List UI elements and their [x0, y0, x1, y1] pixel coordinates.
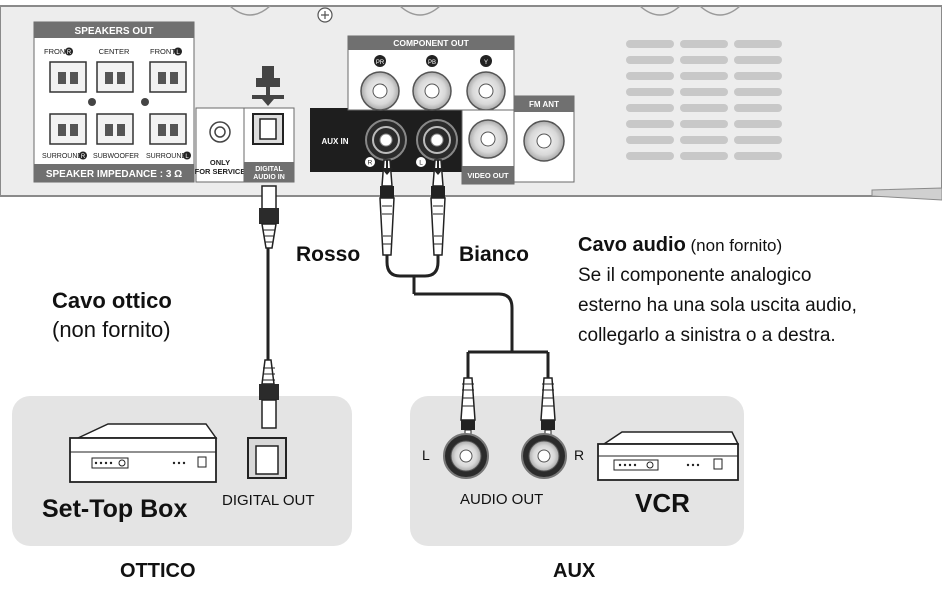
- bianco-label: Bianco: [459, 243, 530, 266]
- fm-ant-block: FM ANT: [513, 95, 575, 183]
- svg-text:R: R: [81, 154, 86, 160]
- audio-out-label: AUDIO OUT: [460, 491, 544, 508]
- svg-text:PR: PR: [376, 60, 385, 66]
- svg-text:R: R: [67, 50, 72, 56]
- audio-desc-line-2: esterno ha una sola uscita audio,: [578, 295, 857, 316]
- optical-cable-note: (non fornito): [52, 317, 171, 342]
- aux-l-label: L: [422, 447, 430, 463]
- rca-plugs-top: [379, 159, 446, 256]
- audio-cable-note: (non fornito): [685, 236, 783, 255]
- svg-text:DIGITAL: DIGITAL: [255, 166, 283, 173]
- svg-text:ONLY: ONLY: [210, 158, 230, 167]
- svg-text:R: R: [368, 160, 373, 167]
- aux-in-label: AUX IN: [321, 137, 348, 146]
- optical-cable-caption: Cavo ottico (non fornito): [52, 287, 172, 345]
- audio-cable-title: Cavo audio: [578, 234, 686, 256]
- speakers-out-title: SPEAKERS OUT: [75, 26, 154, 37]
- component-jacks: [360, 71, 506, 111]
- video-out-label: VIDEO OUT: [467, 171, 509, 180]
- digital-out-label: DIGITAL OUT: [222, 492, 315, 509]
- svg-text:L: L: [176, 50, 180, 56]
- fm-ant-label: FM ANT: [529, 100, 559, 109]
- svg-text:CENTER: CENTER: [99, 47, 130, 56]
- audio-cable-caption: Cavo audio (non fornito) Se il component…: [578, 230, 857, 351]
- service-port-block: ONLY FOR SERVICE: [195, 107, 246, 183]
- audio-desc-line-1: Se il componente analogico: [578, 265, 812, 286]
- svg-text:SUBWOOFER: SUBWOOFER: [93, 153, 139, 160]
- digital-audio-in-block: DIGITAL AUDIO IN: [243, 66, 295, 183]
- speaker-terminals: [49, 61, 187, 145]
- optical-cable-title: Cavo ottico: [52, 288, 172, 313]
- connector-symbol-icon: [252, 66, 284, 106]
- vcr-label: VCR: [635, 488, 690, 518]
- svg-text:FRONT: FRONT: [150, 47, 176, 56]
- ottico-caption: OTTICO: [120, 560, 196, 582]
- audio-cable: [385, 255, 550, 378]
- aux-r-label: R: [574, 447, 585, 463]
- svg-text:Y: Y: [484, 60, 488, 66]
- set-top-box-label: Set-Top Box: [42, 495, 188, 523]
- aux-caption: AUX: [553, 560, 596, 582]
- speakers-out-block: SPEAKERS OUT SPEAKER IMPEDANCE : 3 Ω FRO…: [33, 21, 195, 183]
- svg-text:AUDIO IN: AUDIO IN: [253, 174, 285, 181]
- audio-out-jacks: [443, 433, 567, 479]
- vent-slots: [626, 40, 782, 160]
- svg-text:L: L: [185, 154, 189, 160]
- svg-text:SURROUND: SURROUND: [42, 153, 82, 160]
- set-top-box-icon: [69, 423, 218, 483]
- svg-text:FOR SERVICE: FOR SERVICE: [195, 167, 246, 176]
- vcr-icon: [597, 431, 740, 481]
- svg-text:PB: PB: [428, 60, 436, 66]
- component-out-title: COMPONENT OUT: [393, 38, 469, 48]
- speaker-impedance-label: SPEAKER IMPEDANCE : 3 Ω: [46, 169, 182, 180]
- audio-desc-line-3: collegarlo a sinistra o a destra.: [578, 325, 836, 346]
- svg-text:SURROUND: SURROUND: [146, 153, 186, 160]
- svg-text:L: L: [419, 160, 423, 167]
- optical-cable: [259, 185, 279, 429]
- digital-out-port-icon: [247, 437, 287, 479]
- rosso-label: Rosso: [296, 243, 361, 266]
- svg-text:FRONT: FRONT: [44, 47, 70, 56]
